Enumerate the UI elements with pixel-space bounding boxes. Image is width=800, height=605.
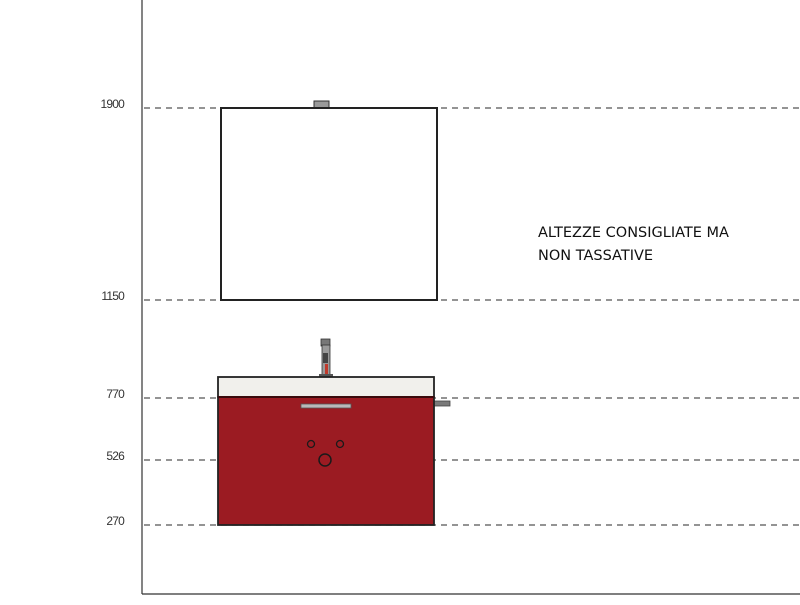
drain-outlet [318, 453, 332, 467]
height-label-1900: 1900 [100, 97, 125, 111]
mirror [220, 100, 438, 301]
mirror-light [313, 100, 330, 109]
height-label-270: 270 [106, 514, 124, 528]
height-label-1150: 1150 [101, 289, 124, 303]
faucet-detail [325, 364, 328, 374]
height-label-770: 770 [106, 387, 124, 401]
vanity-top [217, 376, 435, 398]
wall-floor-axes [141, 0, 800, 595]
note-line-2: NON TASSATIVE [538, 248, 654, 264]
water-inlet-left [306, 439, 316, 449]
mirror-frame [220, 107, 438, 301]
vanity-cabinet [217, 396, 435, 526]
height-label-526: 526 [106, 449, 124, 463]
note-line-1: ALTEZZE CONSIGLIATE MA [538, 225, 729, 241]
faucet-base [319, 374, 333, 378]
towel-bar [433, 400, 451, 407]
water-inlet-right [335, 439, 345, 449]
recommended-heights-note: ALTEZZE CONSIGLIATE MA NON TASSATIVE [538, 222, 768, 268]
cabinet-body [217, 396, 435, 526]
faucet [319, 338, 333, 378]
faucet-spout [323, 353, 328, 363]
drawer-handle [300, 403, 352, 409]
